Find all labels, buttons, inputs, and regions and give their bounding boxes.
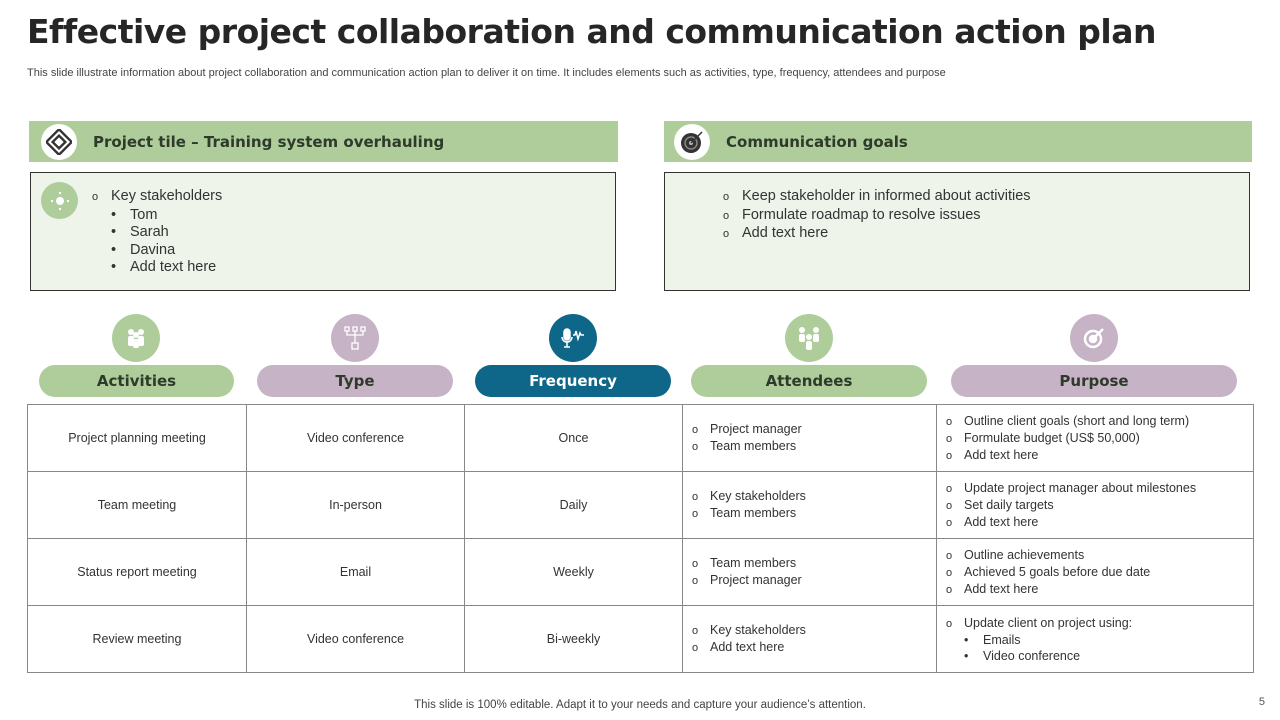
team-icon	[112, 314, 160, 362]
frequency-cell: Bi-weekly	[464, 605, 683, 673]
column-header-purpose: Purpose	[951, 365, 1237, 397]
project-panel: Key stakeholders Tom Sarah Davina Add te…	[30, 172, 616, 291]
goals-title: Communication goals	[726, 132, 908, 151]
activity-cell: Project planning meeting	[27, 404, 247, 472]
column-header-activities: Activities	[39, 365, 234, 397]
subtitle: This slide illustrate information about …	[27, 67, 946, 79]
stakeholder-item: Davina	[111, 242, 222, 260]
purpose-cell: Update project manager about milestonesS…	[936, 471, 1254, 539]
list-item: Video conference	[964, 648, 1253, 664]
list-item: Emails	[964, 632, 1253, 648]
list-item: Project manager	[692, 421, 936, 438]
purpose-cell: Outline client goals (short and long ter…	[936, 404, 1254, 472]
project-header: Project tile – Training system overhauli…	[29, 121, 618, 162]
list-item: Outline client goals (short and long ter…	[946, 413, 1253, 430]
list-item: Add text here	[946, 447, 1253, 464]
list-item: Team members	[692, 438, 936, 455]
goal-item: Keep stakeholder in informed about activ…	[723, 188, 1031, 207]
list-item: Add text here	[946, 581, 1253, 598]
target-icon	[674, 123, 710, 160]
maze-diamond-icon	[41, 123, 77, 160]
type-cell: In-person	[246, 471, 465, 539]
attendees-cell: Team membersProject manager	[682, 538, 937, 606]
list-item: Outline achievements	[946, 547, 1253, 564]
list-item: Add text here	[692, 639, 936, 656]
list-item: Formulate budget (US$ 50,000)	[946, 430, 1253, 447]
goals-header: Communication goals	[664, 121, 1252, 162]
list-item: Key stakeholders	[692, 488, 936, 505]
list-item: Update client on project using:	[946, 615, 1253, 632]
hierarchy-icon	[331, 314, 379, 362]
list-item: Achieved 5 goals before due date	[946, 564, 1253, 581]
activity-cell: Status report meeting	[27, 538, 247, 606]
frequency-cell: Daily	[464, 471, 683, 539]
table-row: Status report meetingEmailWeeklyTeam mem…	[27, 538, 1254, 606]
column-header-type: Type	[257, 365, 453, 397]
target-arrow-icon	[1070, 314, 1118, 362]
stakeholder-item: Tom	[111, 207, 222, 225]
attendees-cell: Project managerTeam members	[682, 404, 937, 472]
list-item: Set daily targets	[946, 497, 1253, 514]
list-item: Team members	[692, 555, 936, 572]
frequency-cell: Once	[464, 404, 683, 472]
column-header-attendees: Attendees	[691, 365, 927, 397]
list-item: Key stakeholders	[692, 622, 936, 639]
purpose-cell: Outline achievementsAchieved 5 goals bef…	[936, 538, 1254, 606]
frequency-cell: Weekly	[464, 538, 683, 606]
activity-cell: Review meeting	[27, 605, 247, 673]
purpose-cell: Update client on project using:EmailsVid…	[936, 605, 1254, 673]
stakeholder-item: Sarah	[111, 224, 222, 242]
sun-network-icon	[41, 182, 78, 219]
stakeholder-item: Add text here	[111, 259, 222, 277]
microphone-wave-icon	[549, 314, 597, 362]
attendees-group-icon	[785, 314, 833, 362]
page-title: Effective project collaboration and comm…	[27, 12, 1156, 51]
project-title: Project tile – Training system overhauli…	[93, 132, 445, 151]
type-cell: Email	[246, 538, 465, 606]
attendees-cell: Key stakeholdersTeam members	[682, 471, 937, 539]
goals-panel: Keep stakeholder in informed about activ…	[664, 172, 1250, 291]
activity-cell: Team meeting	[27, 471, 247, 539]
goal-item: Formulate roadmap to resolve issues	[723, 207, 1031, 226]
stakeholders-heading: Key stakeholders	[92, 188, 222, 207]
page-number: 5	[1258, 696, 1265, 708]
goal-item: Add text here	[723, 225, 1031, 244]
list-item: Team members	[692, 505, 936, 522]
attendees-cell: Key stakeholdersAdd text here	[682, 605, 937, 673]
footer-note: This slide is 100% editable. Adapt it to…	[414, 699, 866, 711]
list-item: Project manager	[692, 572, 936, 589]
list-item: Add text here	[946, 514, 1253, 531]
column-header-frequency: Frequency	[475, 365, 671, 397]
type-cell: Video conference	[246, 605, 465, 673]
type-cell: Video conference	[246, 404, 465, 472]
list-item: Update project manager about milestones	[946, 480, 1253, 497]
